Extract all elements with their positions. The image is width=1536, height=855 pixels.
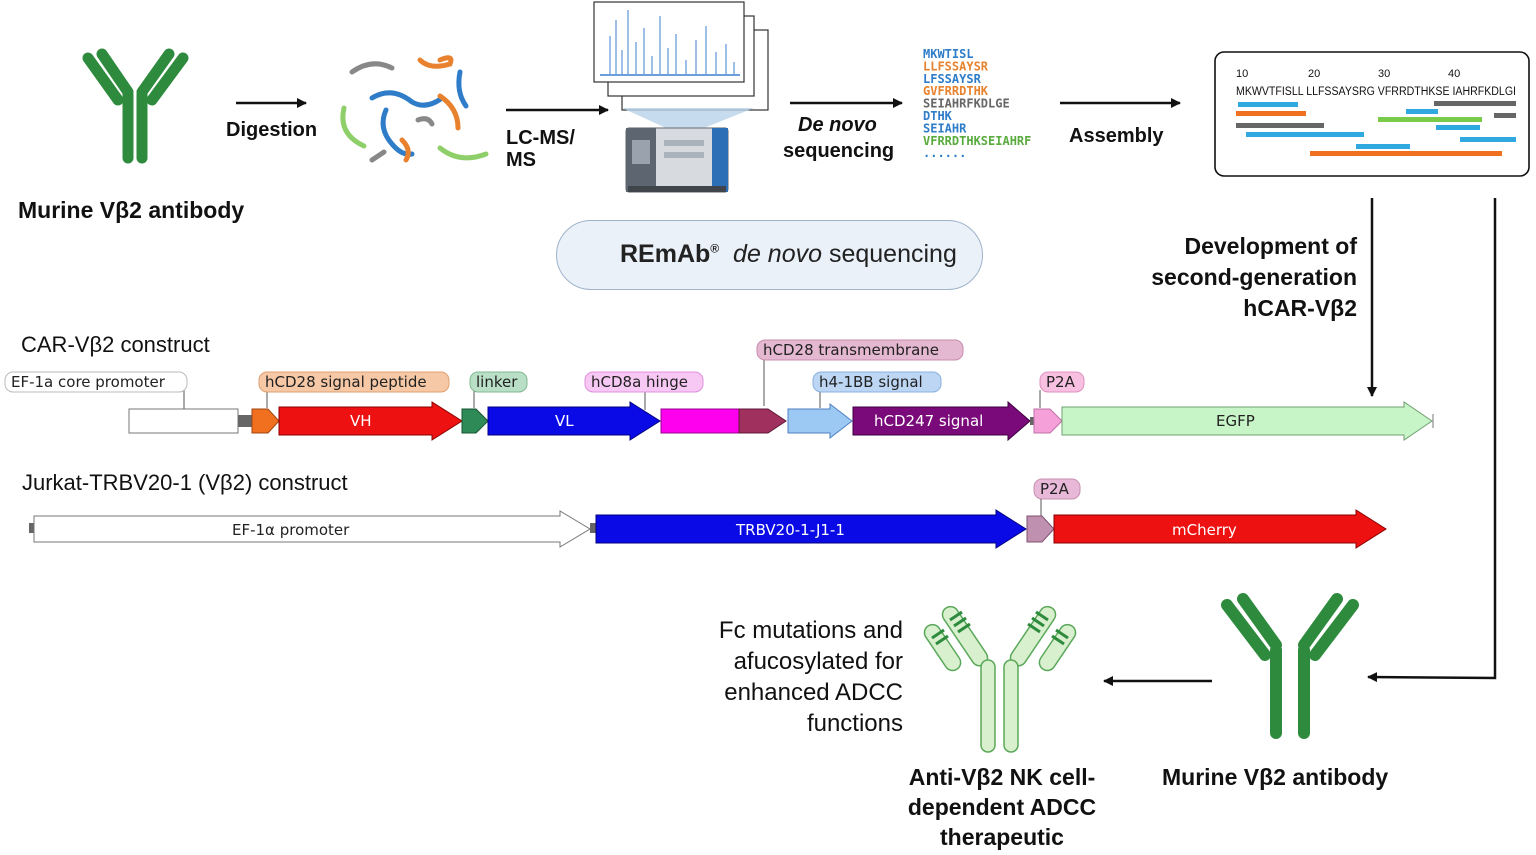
jurkat-p2a-arrow xyxy=(1026,515,1055,543)
fc-text-line1: Fc mutations and xyxy=(719,617,903,644)
therapeutic-line1: Anti-Vβ2 NK cell- xyxy=(909,764,1096,790)
peptide-7: VFRRDTHKSEIAHRF xyxy=(923,134,1031,148)
jurkat-promoter-label: EF-1α promoter xyxy=(232,521,350,539)
source-antibody-label: Murine Vβ2 antibody xyxy=(18,197,244,223)
lcms-label-line1: LC-MS/ xyxy=(506,127,575,149)
car-transmembrane-arrow xyxy=(738,408,787,434)
tag-p2a-car-text: P2A xyxy=(1046,373,1076,391)
tag-promoter: EF-1a core promoter xyxy=(4,371,188,393)
peptide-5: DTHK xyxy=(923,109,953,123)
antibody-icon-bottom xyxy=(1221,593,1359,739)
development-line1: Development of xyxy=(1184,233,1357,259)
instrument-beam xyxy=(622,108,754,128)
car-vl-label: VL xyxy=(555,412,574,430)
therapeutic-line2: dependent ADCC xyxy=(908,794,1096,820)
tag-h41bb: h4-1BB signal xyxy=(812,371,942,393)
tag-hinge: hCD8a hinge xyxy=(584,371,704,393)
tag-signal-peptide: hCD28 signal peptide xyxy=(258,371,450,393)
car-hcd247-label: hCD247 signal xyxy=(874,412,983,430)
tag-hinge-text: hCD8a hinge xyxy=(591,373,688,391)
mass-spectrometer-icon xyxy=(625,127,729,193)
remab-brand: REmAb xyxy=(620,240,711,268)
jurkat-mcherry-arrow xyxy=(1053,509,1387,549)
car-hcd247-arrow xyxy=(852,400,1031,442)
murine-antibody-bottom-label: Murine Vβ2 antibody xyxy=(1162,764,1388,790)
car-vh-arrow xyxy=(278,401,463,441)
car-egfp-label: EGFP xyxy=(1216,412,1255,430)
engineered-antibody-icon xyxy=(923,605,1077,753)
jurkat-trbv-arrow xyxy=(595,509,1027,549)
assembly-tick-40: 40 xyxy=(1448,68,1460,80)
peptide-6: SEIAHR xyxy=(923,121,967,135)
remab-badge-text: REmAb® de novo sequencing xyxy=(620,240,957,269)
assembly-box xyxy=(1214,51,1530,177)
car-spacer-2 xyxy=(1030,417,1034,425)
car-vl-arrow xyxy=(487,401,661,441)
tag-h41bb-text: h4-1BB signal xyxy=(819,373,923,391)
assembly-tick-20: 20 xyxy=(1308,68,1320,80)
tag-linker: linker xyxy=(469,371,528,393)
digestion-label: Digestion xyxy=(226,119,317,141)
assembly-sequence: MKWVTFISLL LLFSSAYSRG VFRRDTHKSE IAHRFKD… xyxy=(1236,86,1516,98)
remab-reg: ® xyxy=(710,241,720,256)
tag-p2a-car: P2A xyxy=(1039,371,1085,393)
denovo-label-line1: De novo xyxy=(798,114,877,136)
assembly-label: Assembly xyxy=(1069,125,1164,147)
peptide-2: LFSSAYSR xyxy=(923,72,982,86)
arrow-to-murine xyxy=(1367,198,1497,683)
fc-text-line4: functions xyxy=(807,710,903,737)
car-hinge-block xyxy=(660,408,740,434)
car-linker-arrow xyxy=(461,408,489,434)
car-construct-title: CAR-Vβ2 construct xyxy=(21,332,210,357)
peptide-0: MKWTISL xyxy=(923,47,974,61)
fc-text-line2: afucosylated for xyxy=(734,648,903,675)
remab-badge xyxy=(556,220,983,290)
remab-rest: sequencing xyxy=(822,240,957,268)
remab-italic: de novo xyxy=(733,240,823,268)
jurkat-trbv-label: TRBV20-1-J1-1 xyxy=(735,521,845,539)
peptide-3: GVFRRDTHK xyxy=(923,84,989,98)
tag-transmembrane: hCD28 transmembrane xyxy=(756,339,964,361)
car-spacer xyxy=(238,415,252,427)
antibody-icon xyxy=(82,48,189,164)
peptide-fragments-icon xyxy=(340,55,489,163)
tag-p2a-jurkat: P2A xyxy=(1033,478,1081,500)
peptide-4: SEIAHRFKDLGE xyxy=(923,97,1010,111)
assembly-alignment-bars xyxy=(1236,101,1516,156)
peptide-1: LLFSSAYSR xyxy=(923,59,989,73)
jurkat-promoter-arrow xyxy=(33,510,591,548)
jurkat-construct-title: Jurkat-TRBV20-1 (Vβ2) construct xyxy=(22,470,348,495)
lcms-label-line2: MS xyxy=(506,149,536,171)
assembly-tick-30: 30 xyxy=(1378,68,1390,80)
mass-spectra-icon xyxy=(593,1,769,111)
denovo-label-line2: sequencing xyxy=(783,140,894,162)
therapeutic-line3: therapeutic xyxy=(940,824,1064,850)
car-h41bb-arrow xyxy=(787,402,853,440)
peptide-list: MKWTISLLLFSSAYSRLFSSAYSRGVFRRDTHKSEIAHRF… xyxy=(923,47,1031,160)
tag-signal-peptide-text: hCD28 signal peptide xyxy=(265,373,427,391)
development-line2: second-generation xyxy=(1151,264,1357,290)
tag-transmembrane-text: hCD28 transmembrane xyxy=(763,341,939,359)
fc-text-line3: enhanced ADCC xyxy=(724,679,903,706)
car-signal-peptide-arrow xyxy=(251,408,280,434)
jurkat-track xyxy=(29,509,1387,549)
car-vh-label: VH xyxy=(350,412,372,430)
tag-promoter-text: EF-1a core promoter xyxy=(11,373,166,391)
car-promoter-block xyxy=(128,408,239,434)
assembly-tick-10: 10 xyxy=(1236,68,1248,80)
tag-linker-text: linker xyxy=(476,373,518,391)
car-p2a-arrow xyxy=(1033,408,1063,434)
peptide-8: ...... xyxy=(923,146,966,160)
development-line3: hCAR-Vβ2 xyxy=(1243,295,1357,321)
car-label-leaders xyxy=(183,358,1041,410)
tag-p2a-jurkat-text: P2A xyxy=(1040,480,1070,498)
jurkat-mcherry-label: mCherry xyxy=(1172,521,1237,539)
car-egfp-arrow xyxy=(1061,401,1433,441)
car-track xyxy=(128,400,1434,442)
